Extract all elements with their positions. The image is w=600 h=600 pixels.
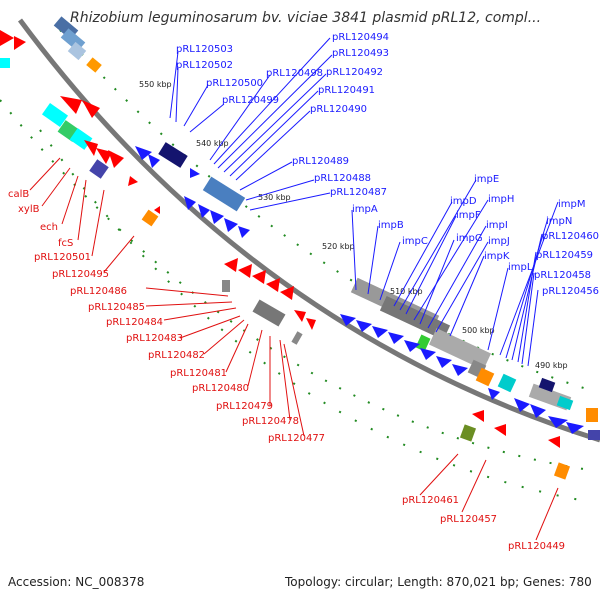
gene-label: pRL120500 xyxy=(206,78,263,89)
gene-label: ech xyxy=(40,222,58,233)
tick-label: 510 kbp xyxy=(390,287,423,296)
kbp-tick-labels: 550 kbp 540 kbp 530 kbp 520 kbp 510 kbp … xyxy=(139,80,568,370)
summary-text: Topology: circular; Length: 870,021 bp; … xyxy=(285,575,592,589)
blue-leader-lines xyxy=(169,37,559,367)
gene-label: pRL120480 xyxy=(192,383,249,394)
tick-label: 530 kbp xyxy=(258,193,291,202)
blue-gene-labels: pRL120503 pRL120502 pRL120500 pRL120499 … xyxy=(176,32,599,297)
gene-label: pRL120498 xyxy=(266,68,323,79)
gene-label: pRL120483 xyxy=(126,333,183,344)
gene-label: pRL120460 xyxy=(542,231,599,242)
gene-label: pRL120479 xyxy=(216,401,273,412)
gene-label: fcS xyxy=(58,238,73,249)
gene-label: pRL120490 xyxy=(310,104,367,115)
gene-label: pRL120457 xyxy=(440,514,497,525)
gene-label: impG xyxy=(456,233,483,244)
gene-label: pRL120495 xyxy=(52,269,109,280)
gene-label: impE xyxy=(474,174,499,185)
tick-label: 550 kbp xyxy=(139,80,172,89)
outer-tick-ring-2 xyxy=(39,129,581,501)
gene-cluster-upper-blue xyxy=(135,142,250,238)
gene-label: pRL120485 xyxy=(88,302,145,313)
map-title: Rhizobium leguminosarum bv. viciae 3841 … xyxy=(70,10,542,26)
gene-label: pRL120477 xyxy=(268,433,325,444)
gene-cluster-middle-red xyxy=(222,258,316,345)
gene-cluster-left xyxy=(41,96,160,227)
gene-label: impM xyxy=(558,199,586,210)
red-leader-lines xyxy=(29,157,559,541)
gene-cluster-lower-right xyxy=(459,410,571,480)
gene-label: pRL120461 xyxy=(402,495,459,506)
gene-label: pRL120459 xyxy=(536,250,593,261)
gene-label: impA xyxy=(352,204,378,215)
gene-label: impH xyxy=(488,194,514,205)
gene-label: pRL120492 xyxy=(326,67,383,78)
gene-label: pRL120478 xyxy=(242,416,299,427)
gene-label: pRL120489 xyxy=(292,156,349,167)
gene-label: pRL120488 xyxy=(314,173,371,184)
tick-label: 490 kbp xyxy=(535,361,568,370)
gene-label: pRL120499 xyxy=(222,95,279,106)
gene-label: impN xyxy=(546,216,572,227)
gene-cluster-topleft xyxy=(0,16,102,73)
backbone-arc xyxy=(17,18,600,443)
gene-label: pRL120482 xyxy=(148,350,205,361)
gene-label: pRL120481 xyxy=(170,368,227,379)
gene-label: pRL120449 xyxy=(508,541,565,552)
tick-label: 520 kbp xyxy=(322,242,355,251)
gene-label: impI xyxy=(486,220,508,231)
tick-label: 540 kbp xyxy=(196,139,229,148)
gene-label: pRL120458 xyxy=(534,270,591,281)
gene-label: impF xyxy=(456,210,481,221)
gene-label: impJ xyxy=(488,236,510,247)
gene-label: pRL120501 xyxy=(34,252,91,263)
gene-label: pRL120502 xyxy=(176,60,233,71)
gene-label: pRL120503 xyxy=(176,44,233,55)
gene-label: calB xyxy=(8,189,29,200)
gene-label: pRL120486 xyxy=(70,286,127,297)
red-gene-labels: calB xylB ech fcS pRL120501 pRL120495 pR… xyxy=(8,189,565,552)
tick-label: 500 kbp xyxy=(462,326,495,335)
gene-cluster-imp-blue xyxy=(340,314,600,440)
gene-label: pRL120456 xyxy=(542,286,599,297)
gene-label: pRL120493 xyxy=(332,48,389,59)
gene-label: impC xyxy=(402,236,428,247)
gene-label: xylB xyxy=(18,204,40,215)
gene-label: impL xyxy=(508,262,533,273)
gene-label: impB xyxy=(378,220,404,231)
accession-text: Accession: NC_008378 xyxy=(8,575,145,589)
gene-label: impK xyxy=(484,251,510,262)
gene-label: pRL120491 xyxy=(318,85,375,96)
gene-label: impD xyxy=(450,196,477,207)
gene-label: pRL120487 xyxy=(330,187,387,198)
gene-label: pRL120494 xyxy=(332,32,389,43)
gene-label: pRL120484 xyxy=(106,317,163,328)
